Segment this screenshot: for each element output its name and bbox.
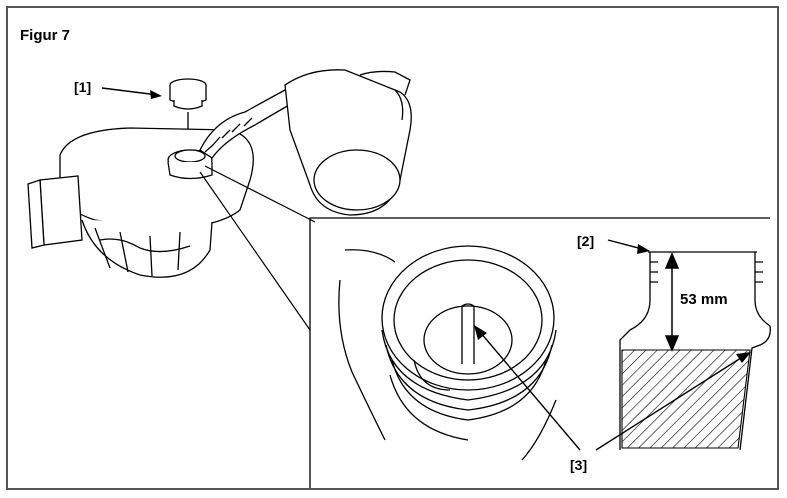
dimension-label: 53 mm: [680, 291, 728, 308]
callout-arrow-3a: [474, 325, 581, 451]
callout-arrow-1: [101, 87, 162, 99]
callout-label-3: [3]: [570, 457, 587, 473]
zoom-line-bottom: [199, 171, 311, 331]
oil-level-section: [619, 251, 771, 451]
figure-frame: [6, 6, 779, 490]
callout-arrow-3b: [595, 352, 751, 451]
filler-neck-detail: [338, 245, 557, 461]
detail-inset-border: [309, 217, 770, 488]
oil-fill-area: [621, 349, 751, 449]
engine-body: [27, 127, 254, 278]
oil-container: [199, 69, 412, 216]
callout-label-1: [1]: [74, 79, 91, 95]
figure-title: Figur 7: [20, 27, 70, 44]
callout-arrow-2: [607, 239, 650, 254]
callout-label-2: [2]: [577, 233, 594, 249]
zoom-line-top: [204, 165, 316, 223]
dimension-arrow: [664, 252, 680, 352]
